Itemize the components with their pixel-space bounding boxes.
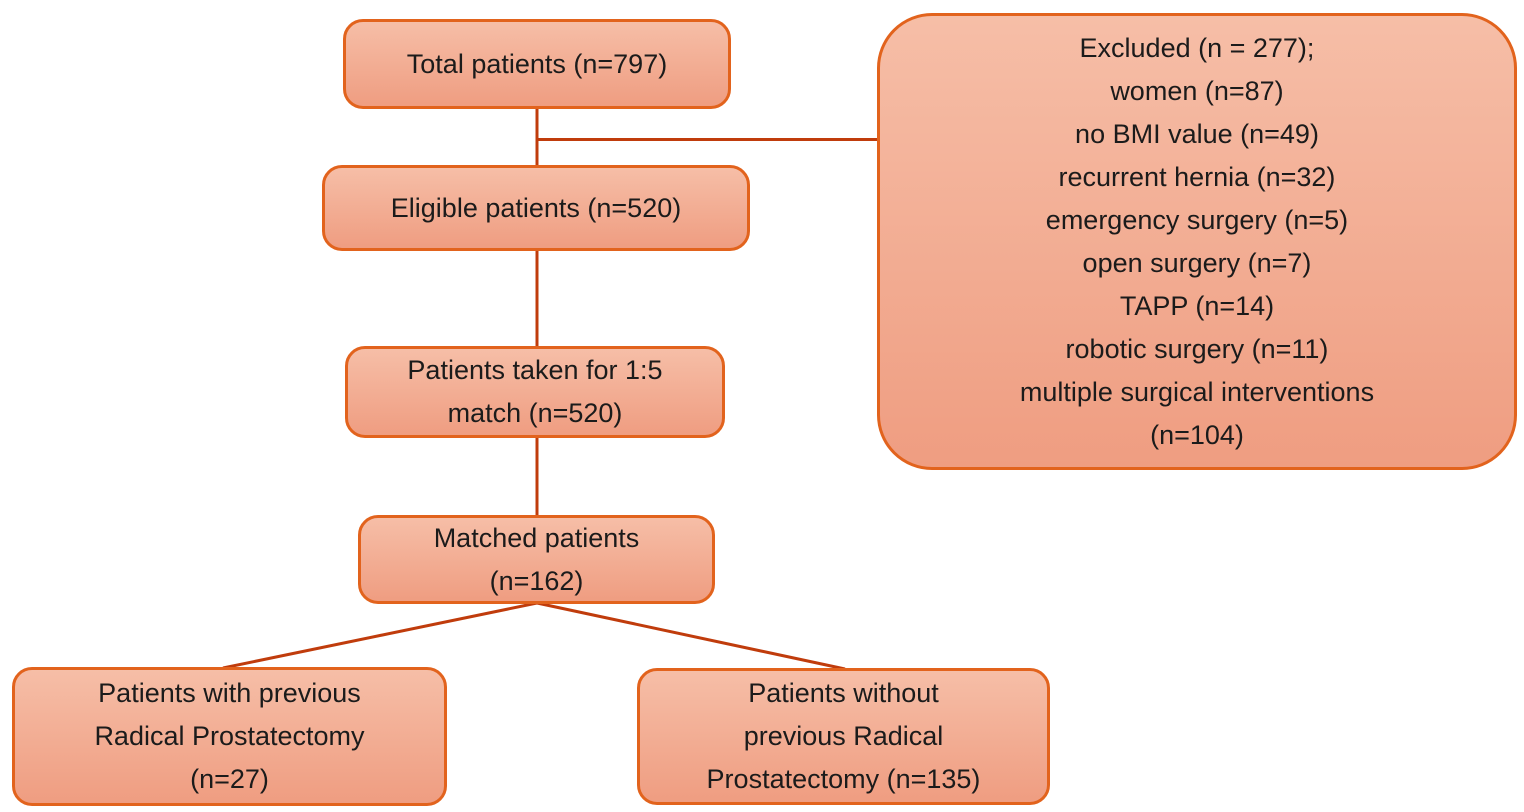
excluded-box: Excluded (n = 277);women (n=87)no BMI va… bbox=[877, 13, 1517, 470]
matched-patients-box: Matched patients(n=162) bbox=[358, 515, 715, 604]
connector-matched-to-without-rp bbox=[536, 601, 846, 671]
connector-matched-to-with-rp bbox=[222, 601, 538, 670]
eligible-patients-box: Eligible patients (n=520) bbox=[322, 165, 750, 251]
total-patients-box: Total patients (n=797) bbox=[343, 19, 731, 109]
